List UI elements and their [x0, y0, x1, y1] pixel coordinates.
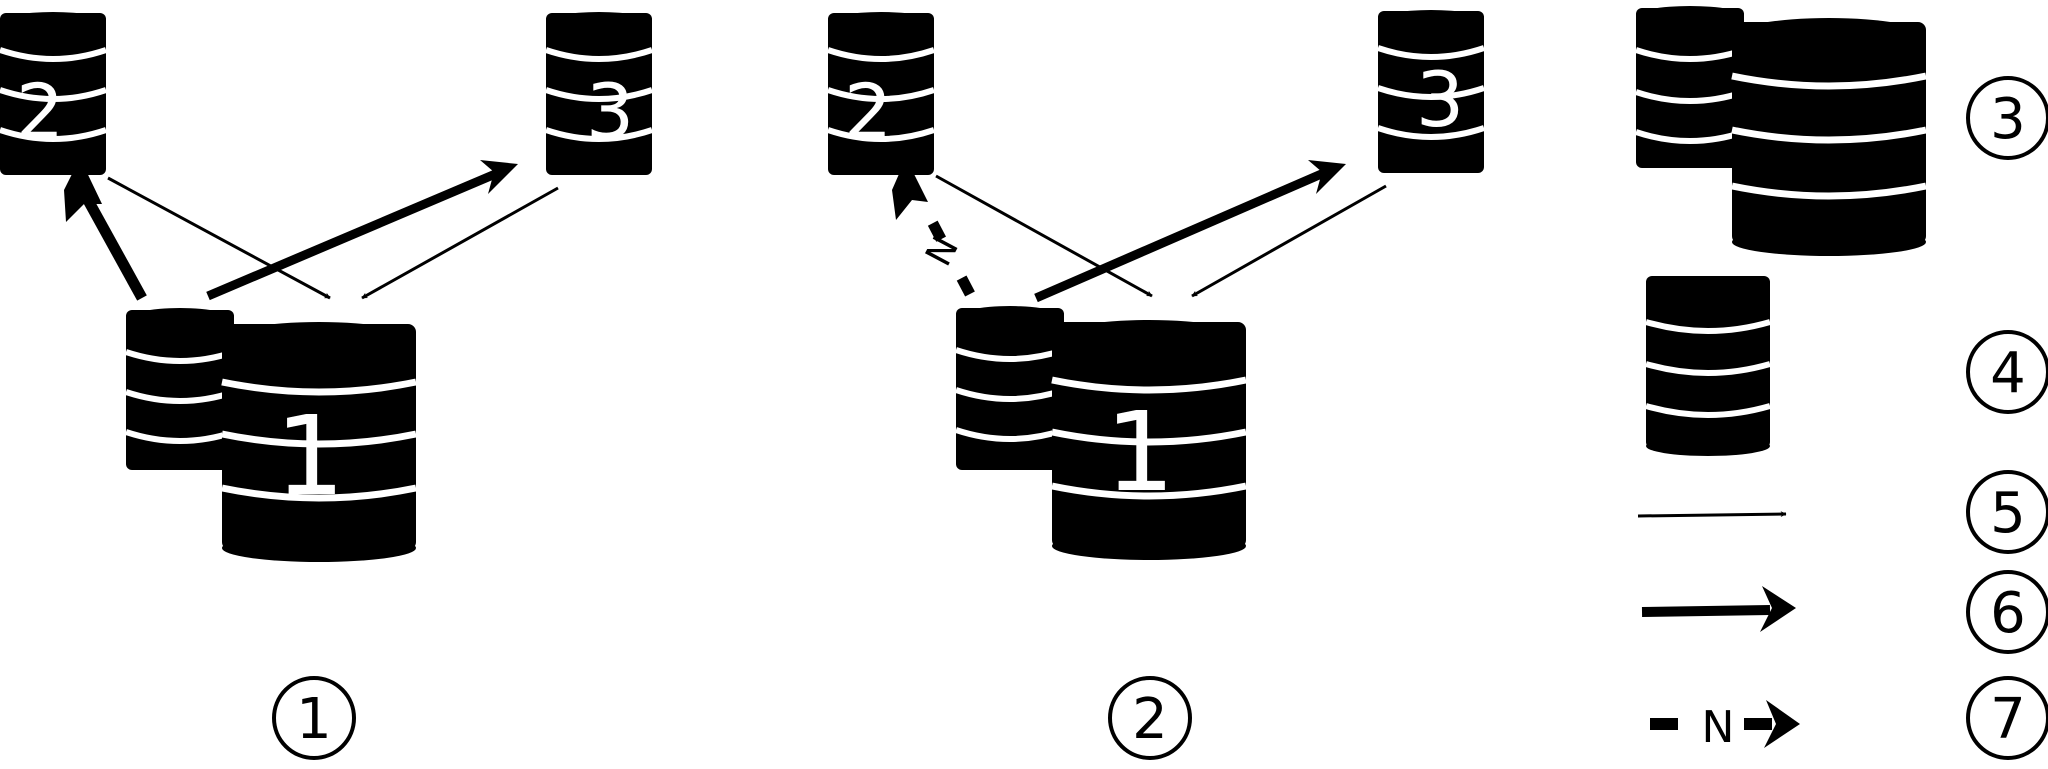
thick-arrow [206, 160, 518, 301]
database-label: 3 [1416, 55, 1464, 144]
legend-item-thick-arrow: 6 [1641, 570, 2048, 654]
thin-arrow [935, 174, 1153, 298]
database-icon [1635, 6, 1745, 168]
thick-arrow [1641, 586, 1796, 632]
legend-number-badge [1966, 676, 2048, 760]
legend-item-n-arrow: N 7 [1650, 676, 2048, 760]
legend: 3 4 5 [1635, 6, 2048, 760]
n-arrow-label: N [1702, 702, 1735, 753]
database-icon [125, 308, 235, 470]
database-icon: 1 [1051, 320, 1247, 560]
legend-number: 3 [1990, 87, 2026, 152]
legend-number: 4 [1990, 341, 2026, 406]
diagram-1: 2 3 1 [0, 12, 653, 760]
legend-number-badge [1966, 76, 2048, 160]
database-label: 3 [586, 67, 634, 156]
legend-item-database: 4 [1645, 276, 2048, 456]
database-icon: 3 [545, 12, 653, 175]
legend-number-badge [1966, 330, 2048, 414]
thin-arrow [1191, 184, 1387, 298]
thin-arrow [1637, 511, 1787, 518]
diagram-2: N 2 3 [827, 10, 1485, 760]
thin-arrow [107, 176, 331, 300]
diagram-caption: 2 [1108, 676, 1192, 760]
caption-number: 1 [296, 687, 332, 752]
database-icon [1731, 18, 1927, 256]
legend-number-badge [1966, 470, 2048, 554]
database-icon [1645, 276, 1771, 456]
legend-number: 5 [1990, 481, 2026, 546]
n-arrow-label: N [918, 230, 967, 273]
database-label: 1 [275, 392, 345, 520]
caption-number: 2 [1132, 687, 1168, 752]
database-label: 2 [844, 67, 892, 156]
database-icon: 1 [221, 322, 417, 562]
thick-arrow [64, 158, 147, 301]
thin-arrow [361, 186, 559, 300]
database-label: 1 [1105, 388, 1175, 516]
legend-item-thin-arrow: 5 [1637, 470, 2048, 554]
legend-item-cluster: 3 [1635, 6, 2048, 256]
thick-arrow [1034, 160, 1346, 303]
legend-number: 7 [1990, 687, 2026, 752]
legend-number-badge [1966, 570, 2048, 654]
database-label: 2 [16, 67, 64, 156]
database-icon: 3 [1377, 10, 1485, 173]
database-icon: 2 [0, 12, 107, 175]
n-arrow: N [1650, 700, 1800, 753]
diagram-caption: 1 [272, 676, 356, 760]
database-icon: 2 [827, 12, 935, 175]
database-icon [955, 306, 1065, 470]
legend-number: 6 [1990, 581, 2026, 646]
n-arrow: N [892, 158, 975, 297]
